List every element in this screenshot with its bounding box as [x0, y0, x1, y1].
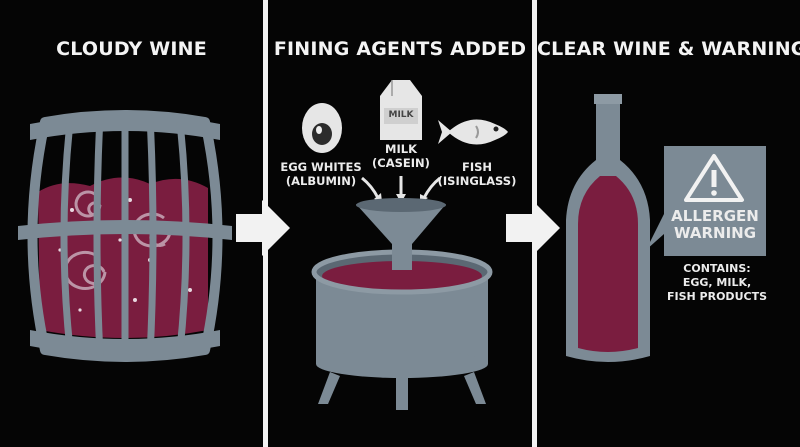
- contains-line2: EGG, MILK,: [682, 276, 752, 289]
- fish-label-line2: (ISINGLASS): [437, 174, 517, 188]
- panel-title-clear-wine: CLEAR WINE & WARNING: [537, 38, 800, 60]
- contains-line3: FISH PRODUCTS: [666, 290, 767, 303]
- egg-label-line1: EGG WHITES: [280, 160, 362, 174]
- fish-icon: [438, 119, 508, 145]
- funnel-illustration: [356, 198, 446, 280]
- fish-isinglass-label: FISH (ISINGLASS): [432, 160, 522, 188]
- warning-triangle-icon: [684, 154, 744, 202]
- panel-title-fining-agents: FINING AGENTS ADDED: [273, 38, 527, 60]
- egg-icon: [302, 103, 342, 153]
- contains-line1: CONTAINS:: [683, 262, 751, 275]
- warning-line1: ALLERGEN: [671, 207, 759, 225]
- milk-label-line2: (CASEIN): [372, 156, 430, 170]
- contains-list: CONTAINS: EGG, MILK, FISH PRODUCTS: [662, 262, 772, 304]
- panel-divider-1: [263, 0, 268, 447]
- milk-casein-label: MILK (CASEIN): [361, 142, 441, 170]
- fish-label-line1: FISH: [461, 160, 493, 174]
- milk-carton-text: MILK: [388, 110, 414, 120]
- allergen-warning-text: ALLERGEN WARNING: [664, 208, 766, 242]
- wine-bottle-illustration: [566, 94, 650, 362]
- milk-carton-icon: [380, 80, 422, 140]
- egg-label-line2: (ALBUMIN): [285, 174, 357, 188]
- barrel-illustration: [18, 110, 232, 362]
- egg-whites-label: EGG WHITES (ALBUMIN): [272, 160, 370, 188]
- milk-label-line1: MILK: [385, 142, 417, 156]
- warning-line2: WARNING: [673, 224, 757, 242]
- panel-divider-2: [532, 0, 537, 447]
- panel-title-cloudy-wine: CLOUDY WINE: [56, 38, 207, 60]
- allergen-warning-callout: [646, 146, 766, 256]
